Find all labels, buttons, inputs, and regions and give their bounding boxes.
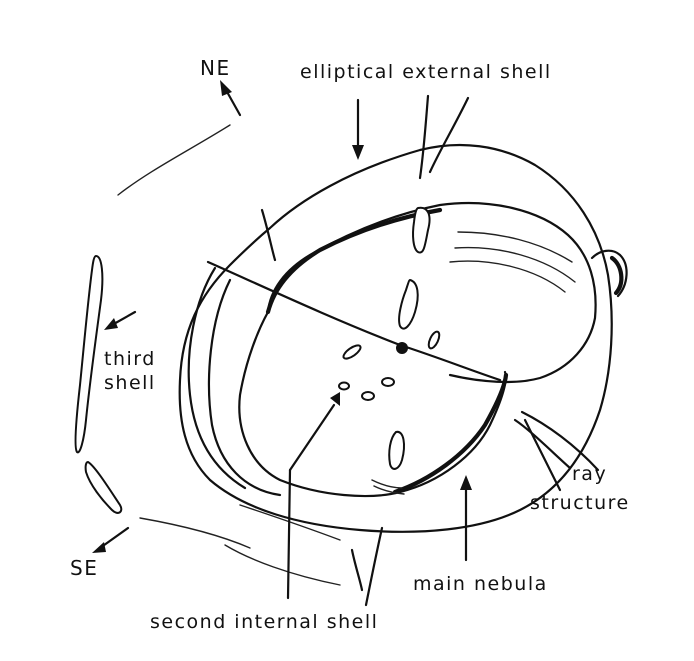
label-elliptical-external-shell: elliptical external shell [300, 61, 552, 83]
third-shell-filament-2 [84, 460, 123, 514]
third-shell-filament-1 [74, 254, 104, 454]
label-third-shell-1: third [104, 348, 156, 370]
label-se: SE [70, 556, 99, 580]
knot-6 [361, 391, 375, 401]
knot-1 [412, 206, 431, 254]
knot-3 [427, 330, 441, 350]
external-shell-outline [178, 143, 613, 533]
ne-lobe-thick [609, 255, 624, 296]
label-ne: NE [200, 56, 231, 80]
knot-7 [338, 381, 350, 391]
knot-2 [398, 278, 419, 330]
label-ray-structure: structure [530, 492, 630, 514]
main-nebula-lower-rim [392, 372, 509, 495]
main-nebula-lower [238, 310, 507, 498]
label-main-nebula: main nebula [413, 573, 548, 595]
central-division [206, 260, 502, 382]
main-nebula-upper-rim [265, 207, 443, 315]
label-ray: ray [572, 463, 608, 485]
se-arrowhead [92, 542, 106, 553]
ne-arrowhead [220, 80, 232, 96]
knot-8 [388, 430, 405, 470]
central-star [396, 342, 408, 354]
ne-lobe [590, 249, 628, 298]
label-third-shell-2: shell [104, 372, 156, 394]
knot-5 [381, 377, 395, 387]
label-second-internal-shell: second internal shell [150, 611, 379, 633]
knot-4 [342, 344, 362, 360]
third-shell-top [117, 124, 231, 196]
